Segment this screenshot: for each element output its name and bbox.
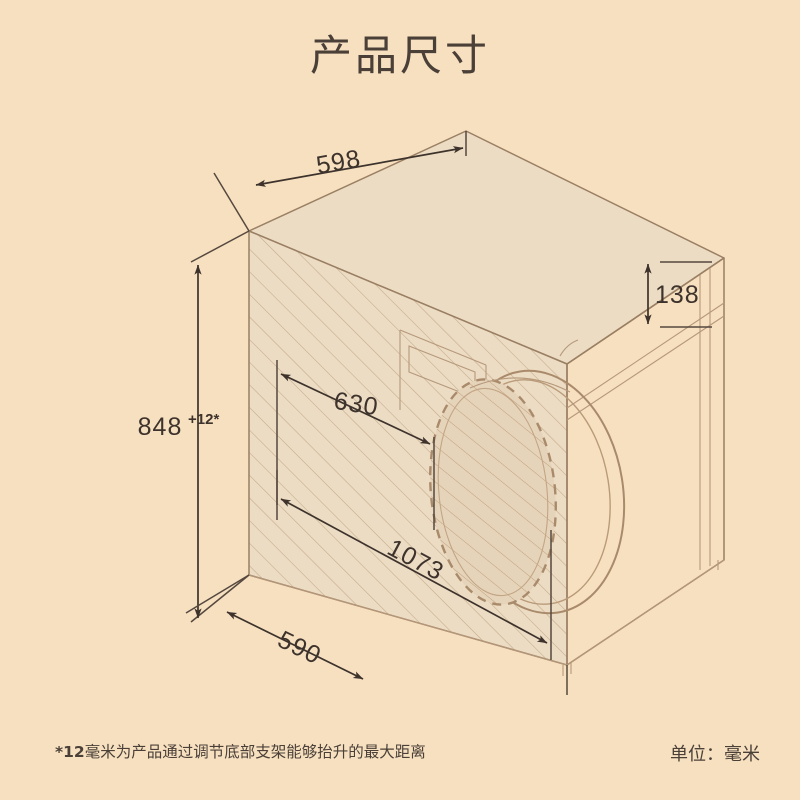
footnote-text: 毫米为产品通过调节底部支架能够抬升的最大距离 xyxy=(84,743,426,761)
dimension-panel-height: 138 xyxy=(644,261,712,328)
dimension-total-height: 848 +12* xyxy=(138,230,250,623)
machine-body xyxy=(248,130,725,676)
drawer-panel-line xyxy=(399,329,487,366)
dimension-door-open-width: 630 xyxy=(276,360,435,530)
footnote-note: *12毫米为产品通过调节底部支架能够抬升的最大距离 xyxy=(55,740,426,762)
ext-line-598-left xyxy=(213,172,250,232)
top-lip-curve xyxy=(559,339,579,357)
ext-line-848-top xyxy=(190,230,250,263)
dim-line-630 xyxy=(280,373,431,445)
top-face xyxy=(249,131,724,364)
unit-label: 单位：毫米 xyxy=(670,744,760,765)
dim-label-138: 138 xyxy=(655,281,700,309)
front-foot xyxy=(562,663,572,676)
dim-label-590: 590 xyxy=(273,625,325,670)
ext-line-848-bottom xyxy=(190,574,250,623)
dimension-width-top: 598 xyxy=(213,131,467,232)
ext-line-590-left xyxy=(185,574,250,614)
control-panel-edge-2 xyxy=(566,315,725,421)
door-leaf-dashed-outline xyxy=(429,378,557,606)
door-hinge-arc xyxy=(469,377,571,393)
footnote-marker: *12 xyxy=(55,743,85,761)
dim-label-848: 848 xyxy=(138,413,183,441)
dim-label-848-tolerance: +12* xyxy=(188,411,219,428)
dim-label-598: 598 xyxy=(314,144,363,179)
dim-line-590 xyxy=(226,611,364,680)
dim-line-1073 xyxy=(280,498,548,644)
dim-label-630: 630 xyxy=(332,387,381,422)
control-panel-edge xyxy=(566,302,725,409)
dim-line-598 xyxy=(255,146,464,187)
page-title: 产品尺寸 xyxy=(309,31,490,80)
